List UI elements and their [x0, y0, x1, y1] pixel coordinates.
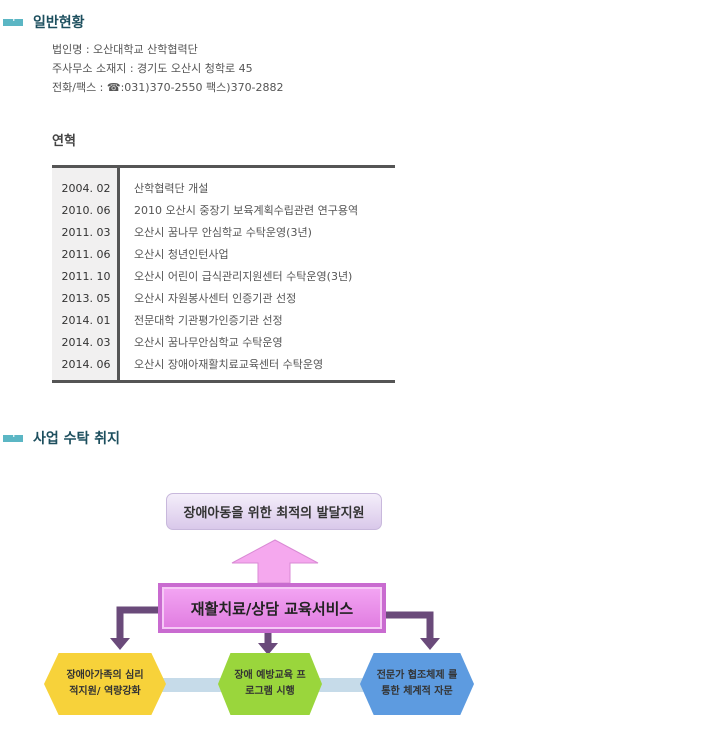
plus-icon: [3, 430, 23, 442]
section-general: 일반현황: [3, 12, 85, 32]
history-event: 산학협력단 개설: [134, 182, 209, 195]
history-row: 2011. 06 오산시 청년인턴사업: [52, 243, 395, 265]
history-row: 2010. 06 2010 오산시 중장기 보육계획수립관련 연구용역: [52, 199, 395, 221]
goal-box: 장애아동을 위한 최적의 발달지원: [166, 493, 382, 530]
history-date: 2004. 02: [61, 181, 111, 195]
history-table: 2004. 02 산학협력단 개설 2010. 06 2010 오산시 중장기 보육계…: [52, 165, 395, 383]
history-row: 2011. 03 오산시 꿈나무 안심학교 수탁운영(3년): [52, 221, 395, 243]
corp-name: 법인명 : 오산대학교 산학협력단: [52, 43, 198, 56]
history-event: 오산시 꿈나무안심학교 수탁운영: [134, 336, 283, 349]
history-date: 2014. 03: [61, 335, 111, 349]
phone-fax: 전화/팩스 : ☎:031)370-2550 팩스)370-2882: [52, 81, 284, 94]
history-date: 2013. 05: [61, 291, 111, 305]
family-support-hex: 장애아가족의 심리적지원/ 역량강화: [44, 653, 166, 715]
history-row: 2013. 05 오산시 자원봉사센터 인증기관 선정: [52, 287, 395, 309]
address: 주사무소 소재지 : 경기도 오산시 청학로 45: [52, 62, 253, 75]
history-date: 2014. 06: [61, 357, 111, 371]
history-date: 2014. 01: [61, 313, 111, 327]
history-event: 오산시 청년인턴사업: [134, 248, 229, 261]
prevention-hex: 장애 예방교육 프로그램 시행: [218, 653, 322, 715]
history-row: 2014. 01 전문대학 기관평가인증기관 선정: [52, 309, 395, 331]
history-row: 2011. 10 오산시 어린이 급식관리지원센터 수탁운영(3년): [52, 265, 395, 287]
history-event: 2010 오산시 중장기 보육계획수립관련 연구용역: [134, 204, 359, 217]
right-arrow-icon: [386, 611, 434, 640]
history-event: 오산시 꿈나무 안심학교 수탁운영(3년): [134, 226, 312, 239]
main-service-box: 재활치료/상담 교육서비스: [158, 583, 386, 633]
history-date: 2010. 06: [61, 203, 111, 217]
history-row: 2004. 02 산학협력단 개설: [52, 177, 395, 199]
history-date: 2011. 10: [61, 269, 111, 283]
left-arrow-icon: [116, 606, 158, 640]
history-event: 오산시 어린이 급식관리지원센터 수탁운영(3년): [134, 270, 353, 283]
history-date: 2011. 03: [61, 225, 111, 239]
info: 법인명 : 오산대학교 산학협력단 주사무소 소재지 : 경기도 오산시 청학로…: [52, 40, 284, 97]
plus-icon: [3, 14, 23, 26]
history-date: 2011. 06: [61, 247, 111, 261]
section-purpose: 사업 수탁 취지: [3, 428, 120, 448]
expert-hex: 전문가 협조체제 를 통한 체계적 자문: [360, 653, 474, 715]
history-row: 2014. 06 오산시 장애아재활치료교육센터 수탁운영: [52, 353, 395, 375]
history-title: 연혁: [52, 134, 76, 149]
history-event: 오산시 자원봉사센터 인증기관 선정: [134, 292, 297, 305]
up-arrow-icon: [231, 539, 319, 584]
history-event: 전문대학 기관평가인증기관 선정: [134, 314, 283, 327]
history-row: 2014. 03 오산시 꿈나무안심학교 수탁운영: [52, 331, 395, 353]
history-event: 오산시 장애아재활치료교육센터 수탁운영: [134, 358, 324, 371]
